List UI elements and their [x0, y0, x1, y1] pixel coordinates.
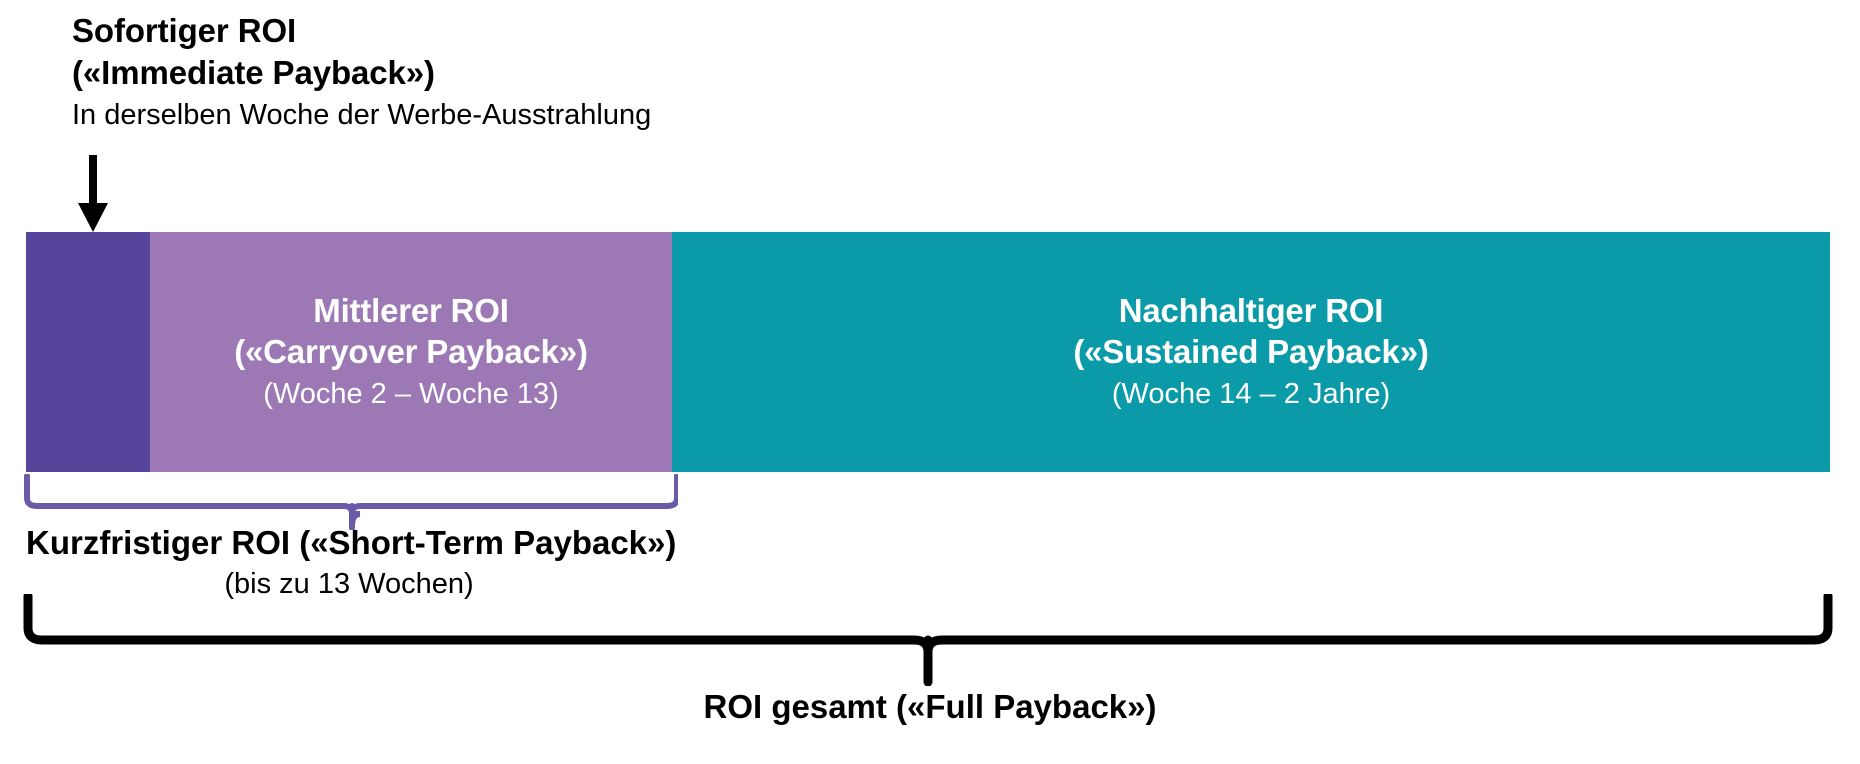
short-term-labels: Kurzfristiger ROI («Short-Term Payback»)…: [26, 522, 677, 604]
full-payback-label: ROI gesamt («Full Payback»): [0, 686, 1860, 729]
immediate-roi-title-line2: («Immediate Payback»): [72, 53, 435, 91]
segment-sustained-line3: (Woche 14 – 2 Jahre): [1111, 377, 1391, 410]
bar-segment-carryover[interactable]: Mittlerer ROI («Carryover Payback») (Woc…: [150, 232, 672, 472]
segment-carryover-line3: (Woche 2 – Woche 13): [263, 377, 559, 410]
immediate-roi-subtitle: In derselben Woche der Werbe-Ausstrahlun…: [72, 99, 652, 132]
full-payback-bracket-icon: [22, 591, 1834, 687]
down-arrow-icon: [76, 155, 110, 233]
segment-carryover-line1: Mittlerer ROI: [313, 291, 509, 329]
short-term-subtitle: (bis zu 13 Wochen): [224, 568, 474, 601]
immediate-roi-annotation: Sofortiger ROI («Immediate Payback») In …: [72, 10, 972, 135]
short-term-bracket-icon: [22, 473, 680, 531]
segment-sustained-line2: («Sustained Payback»): [1073, 332, 1429, 370]
immediate-roi-title-line1: Sofortiger ROI: [72, 12, 297, 49]
segment-sustained-line1: Nachhaltiger ROI: [1118, 291, 1384, 329]
roi-timeline-bar: Mittlerer ROI («Carryover Payback») (Woc…: [26, 232, 1830, 472]
bar-segment-sustained[interactable]: Nachhaltiger ROI («Sustained Payback») (…: [672, 232, 1830, 472]
full-payback-title: ROI gesamt («Full Payback»): [703, 688, 1157, 725]
segment-carryover-line2: («Carryover Payback»): [234, 332, 588, 370]
bar-segment-immediate[interactable]: [26, 232, 150, 472]
short-term-title: Kurzfristiger ROI («Short-Term Payback»): [26, 524, 677, 561]
